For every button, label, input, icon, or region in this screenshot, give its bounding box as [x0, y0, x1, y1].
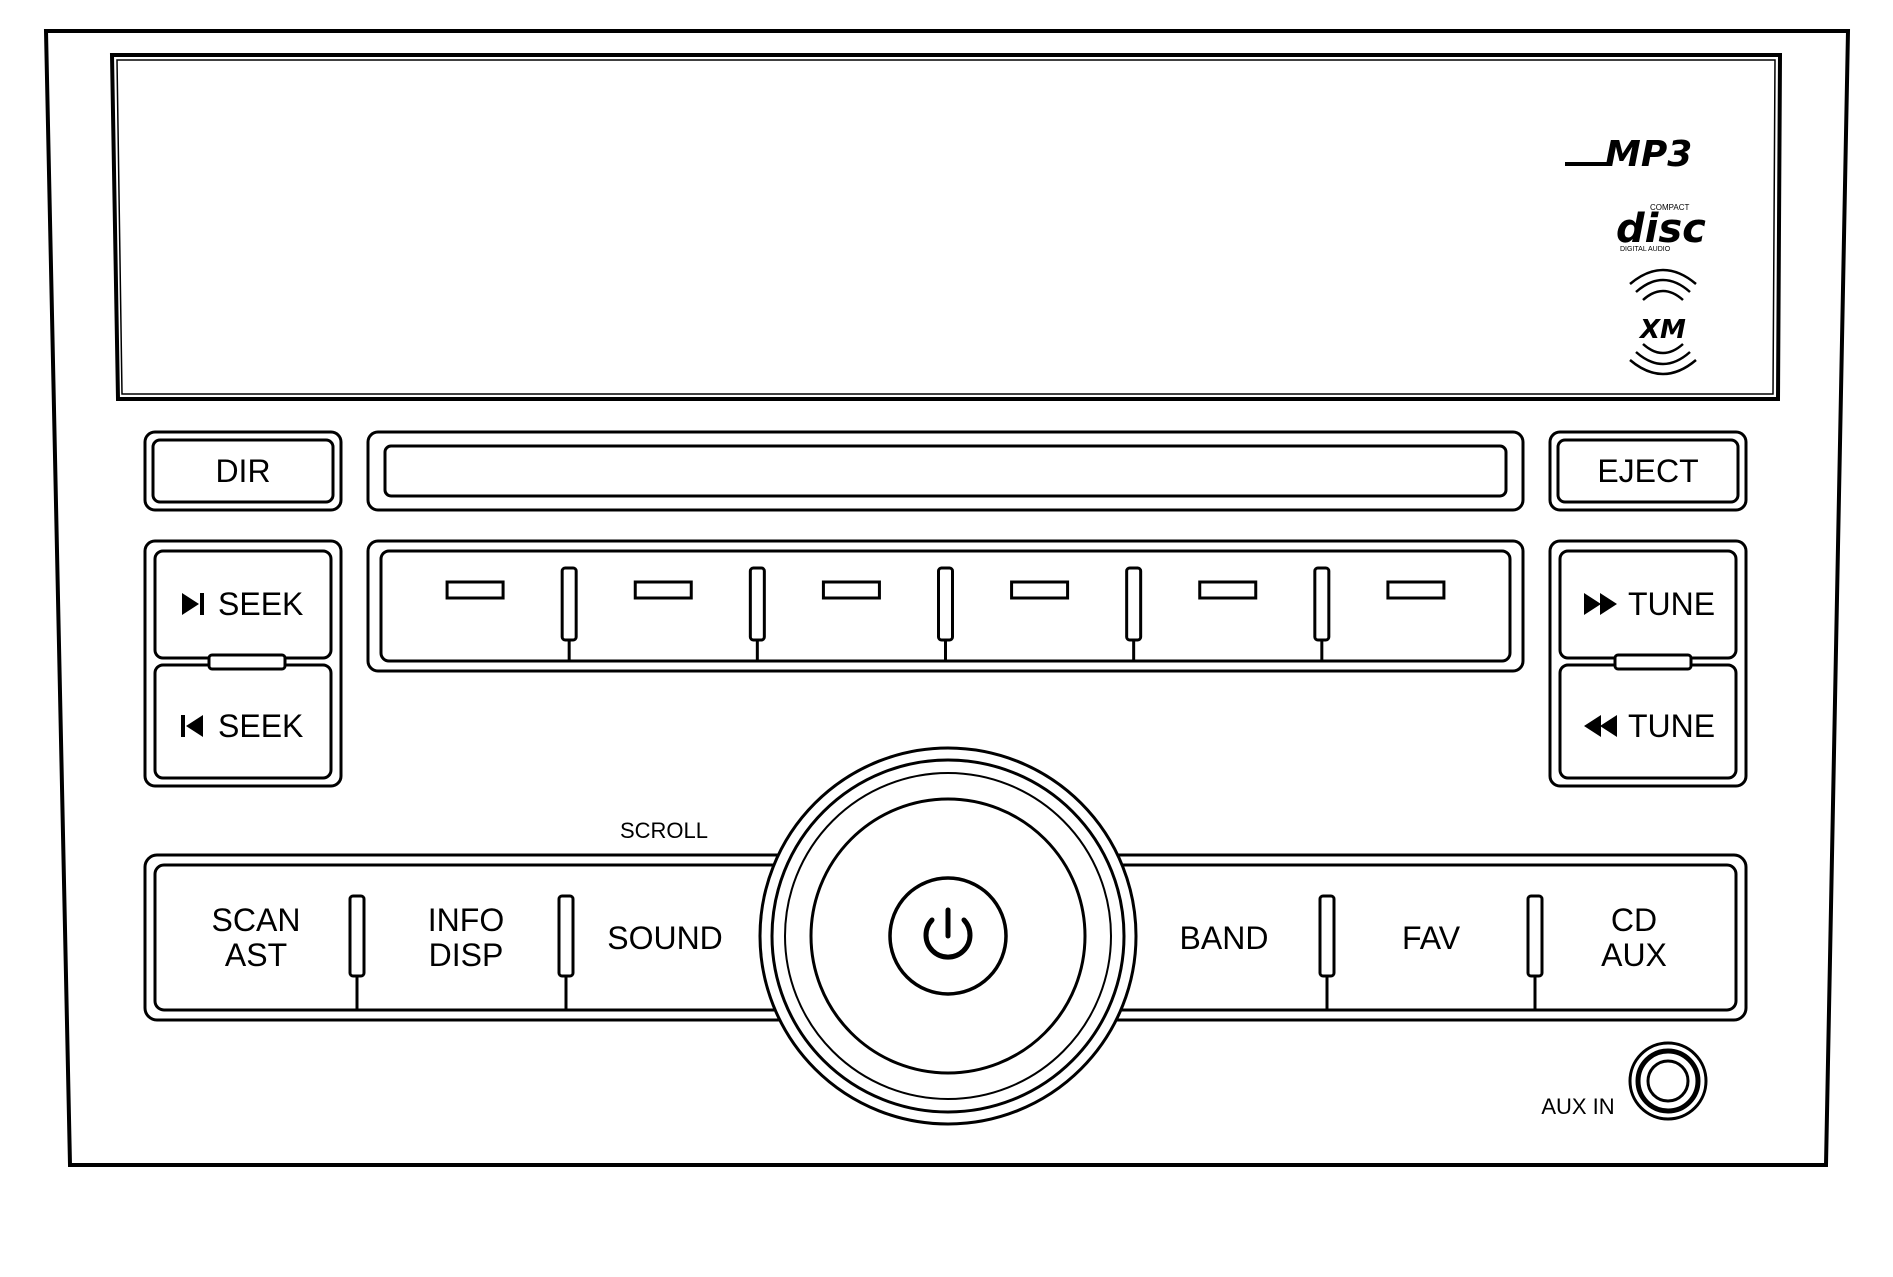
- svg-text:AST: AST: [225, 937, 287, 973]
- svg-text:FAV: FAV: [1402, 920, 1461, 956]
- aux-in-jack[interactable]: [1628, 1041, 1708, 1121]
- rewind-icon: [1584, 715, 1617, 737]
- dir-button[interactable]: DIR: [143, 430, 343, 512]
- svg-text:DISP: DISP: [429, 937, 504, 973]
- scan-ast-button[interactable]: SCAN AST: [212, 902, 301, 973]
- svg-text:AUX: AUX: [1601, 937, 1667, 973]
- scroll-label: SCROLL: [620, 818, 708, 843]
- power-icon: [923, 907, 973, 960]
- seek-up-button[interactable]: SEEK: [153, 549, 333, 660]
- band-button[interactable]: BAND: [1180, 920, 1269, 956]
- svg-text:DIR: DIR: [215, 453, 270, 489]
- svg-text:CD: CD: [1611, 902, 1657, 938]
- preset-button-2[interactable]: [633, 580, 693, 600]
- power-button[interactable]: [888, 876, 1008, 996]
- preset-indicator: [821, 580, 881, 600]
- fav-button[interactable]: FAV: [1402, 920, 1461, 956]
- preset-button-6[interactable]: [1386, 580, 1446, 600]
- preset-indicator: [633, 580, 693, 600]
- preset-buttons: [445, 566, 1446, 661]
- svg-text:SEEK: SEEK: [218, 586, 303, 622]
- display-window: [109, 53, 1783, 401]
- next-track-icon: [182, 593, 204, 615]
- preset-button-5[interactable]: [1198, 580, 1258, 600]
- seek-divider: [207, 653, 287, 671]
- sound-button[interactable]: SOUND: [607, 920, 723, 956]
- fast-forward-icon: [1584, 593, 1617, 615]
- svg-text:COMPACT: COMPACT: [1650, 203, 1690, 212]
- preset-divider: [1313, 566, 1331, 661]
- svg-text:DIGITAL AUDIO: DIGITAL AUDIO: [1620, 246, 1671, 253]
- svg-text:BAND: BAND: [1180, 920, 1269, 956]
- preset-divider: [560, 566, 578, 661]
- svg-text:MP3: MP3: [1605, 134, 1692, 175]
- info-disp-button[interactable]: INFO DISP: [428, 902, 504, 973]
- preset-indicator: [445, 580, 505, 600]
- svg-text:TUNE: TUNE: [1628, 708, 1715, 744]
- svg-text:XM: XM: [1638, 315, 1686, 345]
- svg-text:SOUND: SOUND: [607, 920, 723, 956]
- eject-button[interactable]: EJECT: [1548, 430, 1748, 512]
- preset-divider: [748, 566, 766, 661]
- svg-text:INFO: INFO: [428, 902, 504, 938]
- svg-text:TUNE: TUNE: [1628, 586, 1715, 622]
- preset-button-1[interactable]: [445, 580, 505, 600]
- preset-button-3[interactable]: [821, 580, 881, 600]
- cd-slot[interactable]: [366, 430, 1525, 512]
- xm-satellite-logo: XM: [1629, 268, 1697, 376]
- preset-indicator: [1198, 580, 1258, 600]
- cd-aux-button[interactable]: CD AUX: [1601, 902, 1667, 973]
- svg-text:SEEK: SEEK: [218, 708, 303, 744]
- preset-indicator: [1010, 580, 1070, 600]
- tune-divider: [1613, 653, 1693, 671]
- svg-text:EJECT: EJECT: [1597, 453, 1698, 489]
- previous-track-icon: [181, 715, 203, 737]
- compact-disc-logo: COMPACT disc DIGITAL AUDIO: [1616, 203, 1706, 253]
- preset-divider: [937, 566, 954, 661]
- svg-text:disc: disc: [1616, 206, 1706, 252]
- preset-indicator: [1386, 580, 1446, 600]
- mp3-logo: MP3: [1565, 134, 1692, 175]
- preset-button-4[interactable]: [1010, 580, 1070, 600]
- preset-divider: [1125, 566, 1143, 661]
- bottom-dividers: [348, 894, 1544, 1010]
- svg-text:SCAN: SCAN: [212, 902, 301, 938]
- aux-in-label: AUX IN: [1541, 1094, 1614, 1119]
